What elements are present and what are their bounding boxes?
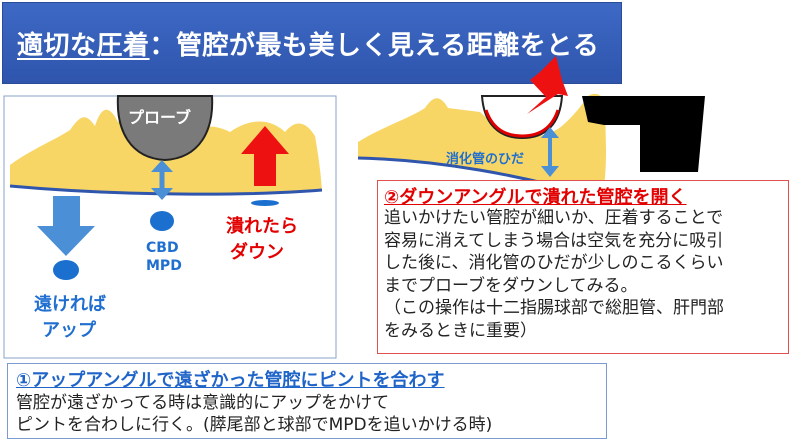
tip2-line: 容易に消えてしまう場合は空気を充分に吸引 [384, 230, 724, 251]
page-title: 適切な圧着：管腔が最も美しく見える距離をとる [17, 25, 599, 62]
crushed-label-line2: ダウン [230, 242, 284, 263]
far-label-line2: アップ [42, 320, 96, 341]
cbd-label: CBD [146, 240, 179, 256]
title-emphasis: 適切な圧着 [17, 31, 150, 61]
title-rest: ：管腔が最も美しく見える距離をとる [149, 31, 600, 61]
tip2-body: 追いかけたい管腔が細いか、圧着することで 容易に消えてしまう場合は空気を充分に吸… [384, 207, 784, 342]
tip1-line: ピントを合わしに行く。(膵尾部と球部でMPDを追いかける時) [16, 415, 493, 435]
mpd-label: MPD [146, 258, 182, 274]
left-tissue-edge [9, 184, 323, 196]
far-duct [53, 260, 79, 280]
red-up-arrow-icon [241, 126, 289, 186]
tip2-box: ②ダウンアングルで潰れた管腔を開く 追いかけたい管腔が細いか、圧着することで 容… [377, 180, 789, 354]
tip2-line: した後に、消化管のひだが少しのこるくらい [384, 253, 724, 273]
probe [116, 95, 214, 162]
crushed-duct [251, 200, 279, 206]
double-arrow-icon [541, 127, 559, 177]
double-arrow-icon [151, 160, 173, 200]
tip1-line: 管腔が遠ざかってる時は意識的にアップをかけて [16, 393, 390, 413]
fold-label: 消化管のひだ [446, 152, 525, 167]
probe-label: プローブ [128, 108, 192, 127]
right-probe-rim [484, 109, 560, 138]
tip2-line: までプローブをダウンしてみる。 [384, 275, 638, 296]
right-tissue [358, 93, 606, 198]
red-diagonal-arrow-icon [527, 56, 568, 114]
tip2-line: （この操作は十二指腸球部で総胆管、肝門部 [384, 298, 724, 318]
blue-down-arrow-icon [37, 196, 95, 256]
right-probe [480, 95, 564, 140]
tip1-heading: ①アップアングルで遠ざかった管腔にピントを合わす [16, 370, 445, 391]
tip2-line: をみるときに重要） [384, 320, 537, 341]
black-block [582, 96, 705, 172]
tip2-line: 追いかけたい管腔が細いか、圧着することで [384, 208, 724, 228]
far-label-line1: 遠ければ [34, 294, 106, 315]
tip1-box: ①アップアングルで遠ざかった管腔にピントを合わす 管腔が遠ざかってる時は意識的に… [7, 363, 607, 439]
crushed-label-line1: 潰れたら [226, 216, 298, 237]
cbd-duct [150, 211, 174, 231]
title-bar: 適切な圧着：管腔が最も美しく見える距離をとる [2, 2, 622, 84]
tip2-heading: ②ダウンアングルで潰れた管腔を開く [384, 187, 687, 208]
tip1-body: 管腔が遠ざかってる時は意識的にアップをかけて ピントを合わしに行く。(膵尾部と球… [16, 392, 492, 436]
